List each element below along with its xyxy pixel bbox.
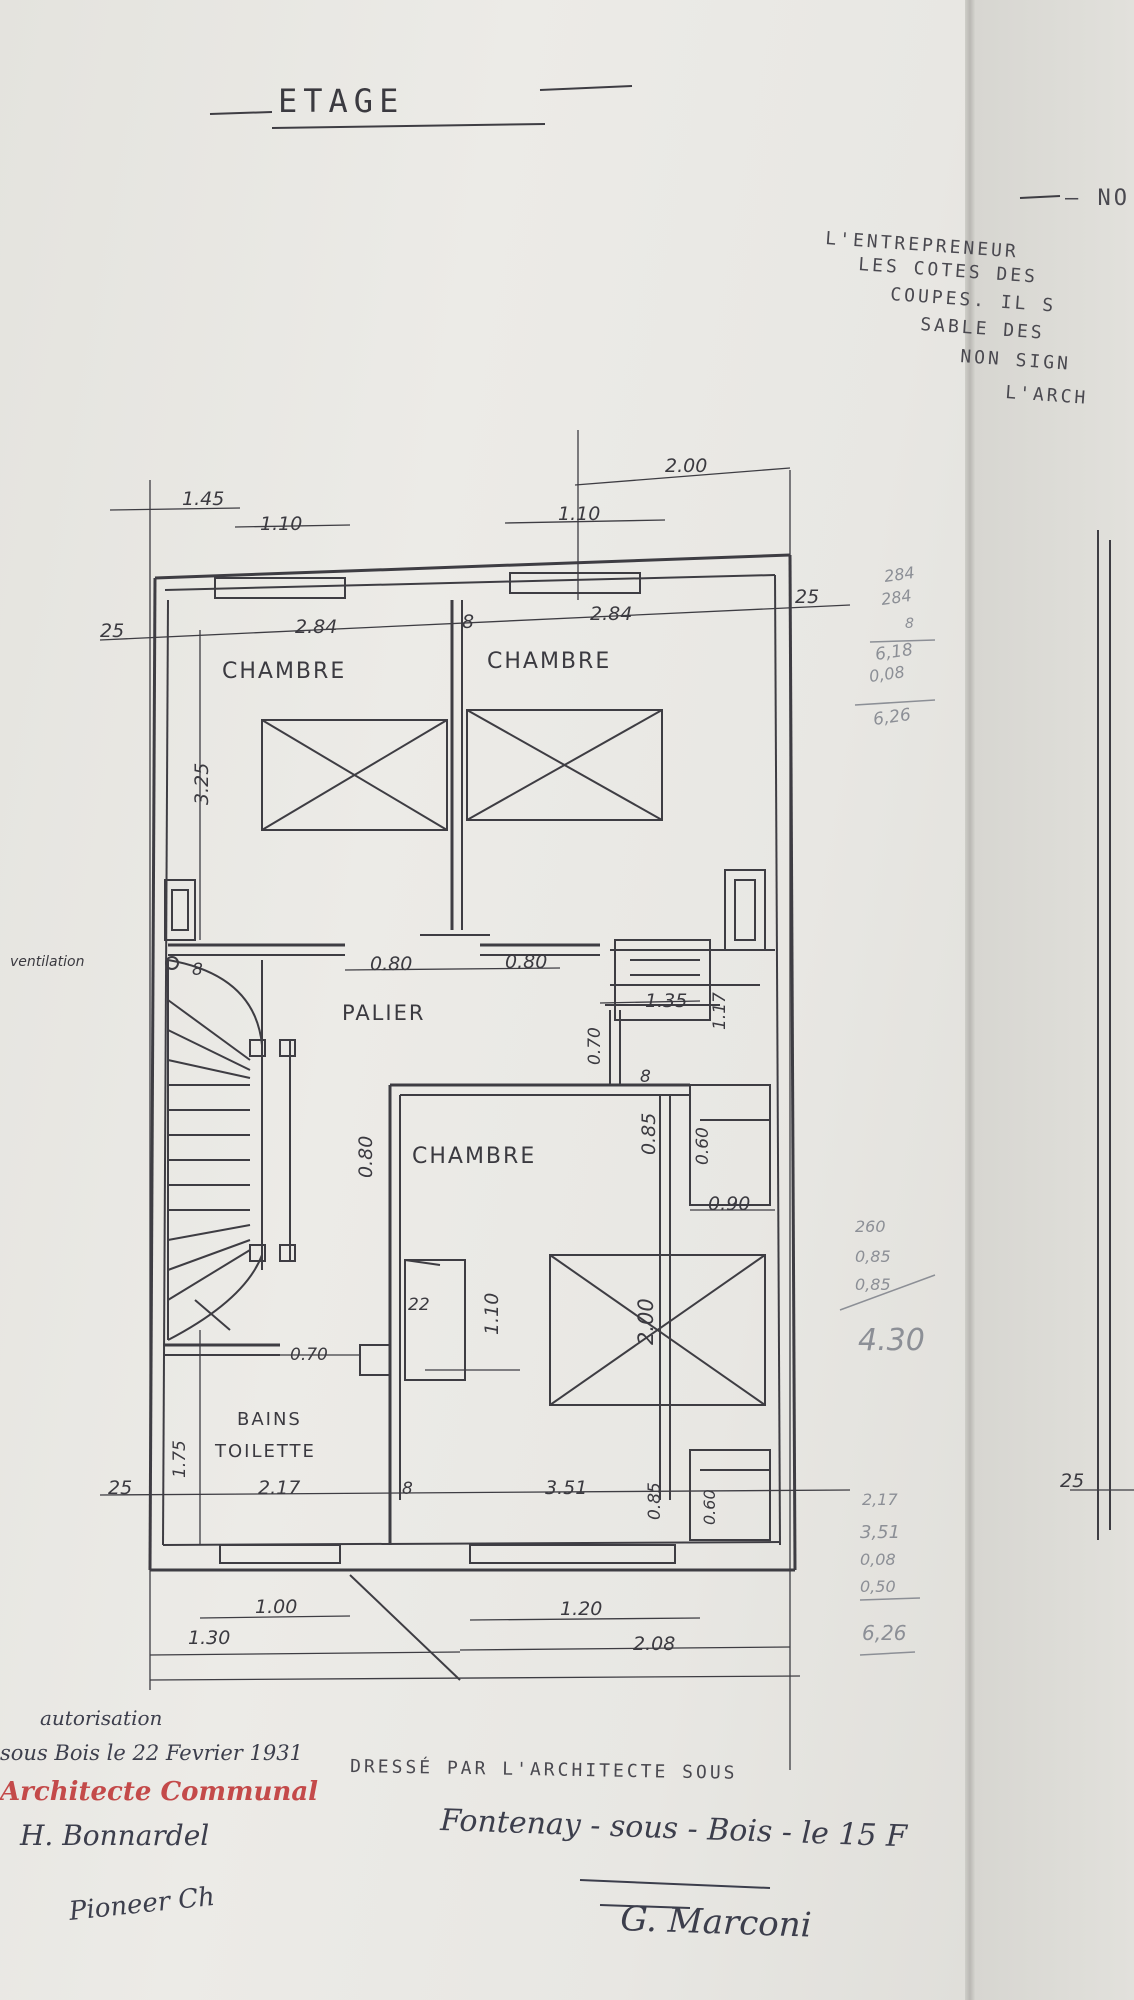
dim-25-top-right: 25 (795, 586, 819, 608)
room-chambre-center: CHAMBRE (412, 1144, 536, 1169)
dim-2-84-right: 2.84 (590, 603, 632, 625)
plan-title: ETAGE (278, 82, 404, 120)
dim-25-top-left: 25 (100, 620, 124, 642)
notes-line-5: NON SIGN (960, 346, 1072, 375)
dim-0-70-horizontal: 0.70 (290, 1345, 328, 1365)
pencil-bottom-2: 3,51 (860, 1522, 900, 1543)
paper-fold (965, 0, 975, 2000)
room-toilette: TOILETTE (214, 1441, 316, 1462)
dim-25-bottom-left: 25 (108, 1477, 132, 1499)
ventilation-label: ventilation (10, 954, 84, 970)
notes-line-3: COUPES. IL S (890, 284, 1057, 317)
dim-1-00: 1.00 (255, 1596, 297, 1618)
dim-3-25: 3.25 (191, 763, 213, 805)
dim-1-75: 1.75 (170, 1440, 190, 1478)
notes-line-6: L'ARCH (1005, 382, 1089, 409)
authorization-line-1: autorisation (40, 1706, 162, 1730)
dim-22: 22 (408, 1295, 430, 1315)
dim-8-bottom: 8 (402, 1479, 413, 1499)
adjacent-sheet (975, 0, 1134, 2000)
pencil-top-4: 6,18 (874, 640, 914, 665)
room-chambre-left: CHAMBRE (222, 659, 346, 684)
dim-1-45: 1.45 (182, 488, 224, 510)
signature-second: Pioneer Ch (67, 1882, 217, 1927)
pencil-bottom-4: 0,50 (860, 1577, 896, 1596)
dim-2-17: 2.17 (258, 1477, 300, 1499)
pencil-mid-2: 0,85 (855, 1247, 891, 1266)
dim-8-top: 8 (462, 611, 474, 633)
signature-bonnardel: H. Bonnardel (19, 1819, 209, 1852)
dim-8-stair: 8 (192, 960, 203, 980)
dim-0-80-right: 0.80 (505, 951, 547, 973)
drawn-by-text: DRESSÉ PAR L'ARCHITECTE SOUS (350, 1755, 738, 1784)
dim-2-00-top: 2.00 (665, 455, 707, 477)
dim-0-85-upper: 0.85 (638, 1113, 660, 1155)
pencil-bottom-1: 2,17 (862, 1490, 898, 1509)
dim-25-bottom-right: 25 (1060, 1470, 1084, 1492)
pencil-bottom-3: 0,08 (860, 1550, 896, 1569)
dim-1-10-right: 1.10 (558, 503, 600, 525)
dim-0-80-vertical: 0.80 (355, 1136, 377, 1178)
room-chambre-right: CHAMBRE (487, 649, 611, 674)
dim-0-85-lower: 0.85 (645, 1482, 665, 1520)
pencil-mid-total: 4.30 (858, 1323, 925, 1358)
dim-1-20: 1.20 (560, 1598, 602, 1620)
dim-0-60-upper: 0.60 (693, 1127, 713, 1165)
dim-2-00-bed: 2.00 (634, 1298, 658, 1345)
notes-line-4: SABLE DES (920, 314, 1046, 344)
pencil-top-6: 6,26 (872, 705, 912, 730)
dim-1-17: 1.17 (710, 992, 730, 1030)
dim-1-35: 1.35 (645, 990, 687, 1012)
pencil-top-3: 8 (905, 616, 914, 632)
place-and-date: Fontenay - sous - Bois - le 15 F (439, 1803, 909, 1854)
pencil-mid-1: 260 (855, 1217, 886, 1236)
pencil-bottom-total: 6,26 (862, 1621, 907, 1645)
pencil-mid-3: 0,85 (855, 1275, 891, 1294)
room-bains: BAINS (237, 1409, 302, 1430)
notes-header: — NO (1065, 186, 1130, 211)
dim-1-10-vertical: 1.10 (481, 1293, 503, 1335)
dim-2-08: 2.08 (633, 1633, 675, 1655)
pencil-top-5: 0,08 (868, 662, 906, 686)
dim-0-90: 0.90 (708, 1193, 750, 1215)
pencil-top-1: 284 (883, 563, 916, 586)
communal-architect-stamp: Architecte Communal (0, 1777, 318, 1807)
dim-0-80-left: 0.80 (370, 953, 412, 975)
notes-line-1: L'ENTREPRENEUR (825, 228, 1020, 262)
pencil-top-2: 284 (880, 586, 913, 609)
dim-0-70-vertical: 0.70 (585, 1027, 605, 1065)
dim-1-10-left: 1.10 (260, 513, 302, 535)
dim-3-51: 3.51 (545, 1477, 587, 1499)
dim-0-60-lower: 0.60 (700, 1489, 719, 1525)
dim-8-mid: 8 (640, 1067, 651, 1087)
room-palier: PALIER (342, 1001, 425, 1025)
authorization-line-2: sous Bois le 22 Fevrier 1931 (0, 1741, 303, 1765)
dim-2-84-left: 2.84 (295, 616, 337, 638)
dim-1-30: 1.30 (188, 1627, 230, 1649)
